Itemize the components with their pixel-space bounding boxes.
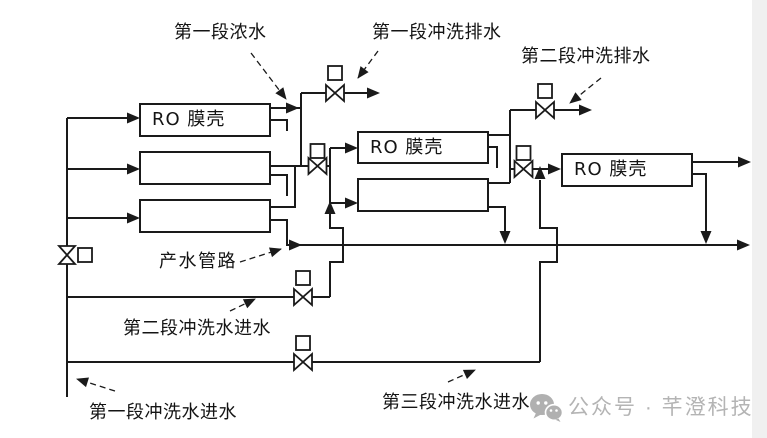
leader-product-line	[239, 247, 282, 263]
arrow-stage3-feed	[548, 163, 561, 175]
label-ro-vessel-stage1: RO 膜壳	[152, 109, 226, 130]
ro-vessel-stage1-3	[139, 199, 271, 233]
arrow-stage3-riser-up	[534, 166, 546, 179]
leader-stage3-flush-inlet	[447, 369, 476, 383]
arrow-feed-vessel2	[127, 163, 140, 175]
valve-stage1-flush-drain	[325, 65, 345, 104]
label-stage1-concentrate: 第一段浓水	[174, 22, 267, 42]
arrow-stage1-drain-out	[367, 87, 380, 99]
arrow-feed-vessel1	[127, 112, 140, 124]
arrow-stage2-drain-out	[579, 104, 592, 116]
valve-stage2-flush-inlet	[293, 270, 313, 308]
label-stage3-flush-inlet: 第三段冲洗水进水	[382, 392, 530, 412]
stage3-permeate-drop	[692, 173, 707, 232]
leader-stage2-flush-drain	[569, 77, 602, 104]
leader-stage1-flush-inlet	[76, 377, 116, 392]
arrow-product-start	[289, 239, 302, 251]
label-stage2-flush-inlet: 第二段冲洗水进水	[123, 318, 271, 338]
page-edge-band	[752, 0, 767, 438]
product-water-line	[270, 219, 737, 246]
ro-vessel-stage2-1	[357, 131, 489, 164]
label-product-water-line: 产水管路	[159, 251, 237, 271]
stage1-concentrate-3	[270, 166, 296, 208]
arrow-stage1-concentrate	[286, 102, 299, 114]
stage3-flush-riser	[539, 180, 558, 362]
valve-stage2-flush-drain	[535, 83, 555, 121]
arrow-product-end	[737, 239, 750, 251]
label-stage1-flush-drain: 第一段冲洗排水	[372, 22, 502, 42]
arrow-stage2-riser-up	[324, 201, 336, 214]
wechat-icon	[530, 394, 563, 422]
valve-stage3-feed	[513, 145, 534, 180]
watermark: 公众号 · 芊澄科技	[529, 393, 754, 423]
valve-stage2-feed	[307, 143, 328, 177]
arrow-stage3-concentrate-end	[738, 156, 751, 168]
arrow-stage2-feed-2	[345, 197, 358, 209]
valve-stage3-flush-inlet	[293, 335, 313, 373]
valves	[56, 65, 555, 373]
label-stage1-flush-inlet: 第一段冲洗水进水	[89, 402, 237, 422]
ro-vessel-stage1-2	[139, 151, 271, 185]
stage1-permeate-hook-2	[270, 174, 288, 196]
ro-vessel-stage3-1	[561, 153, 693, 187]
stage1-permeate-hook-1	[270, 119, 288, 131]
ro-vessel-stage2-2	[357, 178, 489, 212]
arrow-stage2-feed-1	[345, 142, 358, 154]
annotation-leaders	[76, 50, 602, 392]
arrow-feed-vessel3	[127, 212, 140, 224]
watermark-text: 公众号 · 芊澄科技	[568, 396, 754, 420]
membrane-vessels	[139, 103, 693, 233]
leader-stage1-flush-drain	[357, 50, 379, 79]
valve-main-feed	[56, 245, 93, 265]
leader-stage1-concentrate	[250, 52, 287, 100]
label-ro-vessel-stage3: RO 膜壳	[574, 159, 648, 180]
stage2-permeate-drop	[488, 206, 506, 232]
flow-arrows	[127, 87, 751, 251]
stage2-permeate-hook-1	[488, 146, 498, 168]
stage2-flush-riser	[329, 214, 344, 297]
label-ro-vessel-stage2: RO 膜壳	[370, 137, 444, 158]
ro-vessel-stage1-1	[139, 103, 271, 137]
arrow-stage3-permeate-down	[700, 231, 712, 244]
arrow-stage2-permeate-down	[499, 231, 511, 244]
label-stage2-flush-drain: 第二段冲洗排水	[521, 46, 651, 66]
leader-stage2-flush-inlet	[229, 298, 256, 312]
